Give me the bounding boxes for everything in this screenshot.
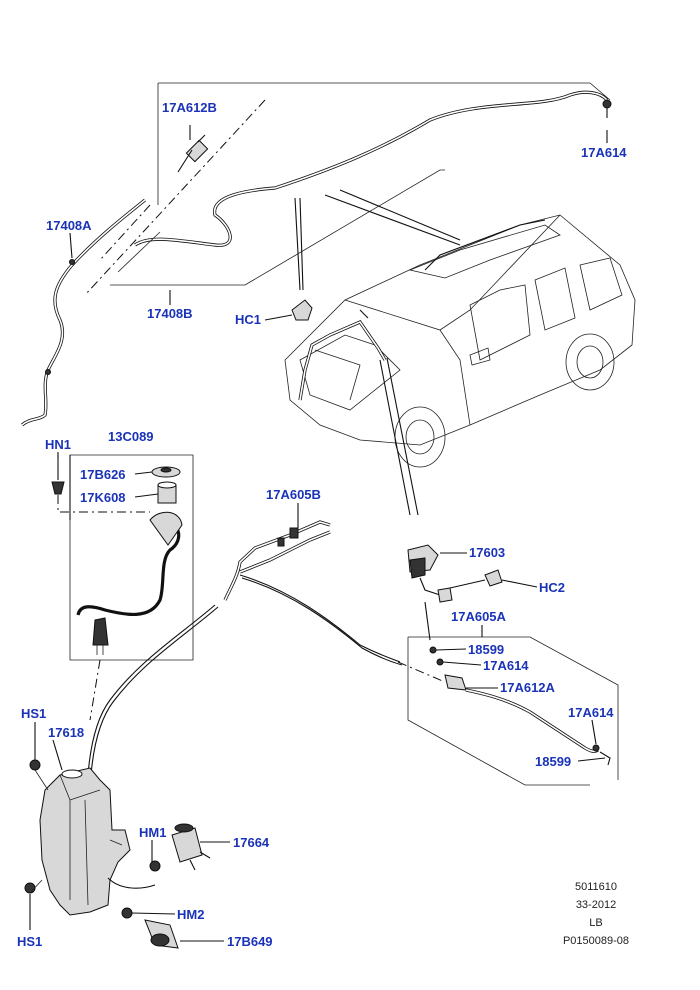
bracket-HC2 bbox=[484, 569, 503, 587]
label-HM1: HM1 bbox=[139, 825, 166, 840]
hose-17A605A bbox=[465, 688, 599, 753]
label-17408A: 17408A bbox=[46, 218, 92, 233]
jet-17A614-top bbox=[602, 99, 612, 118]
label-17B649: 17B649 bbox=[227, 934, 273, 949]
leader-roof bbox=[324, 189, 461, 246]
meta-ref: P0150089-08 bbox=[563, 935, 629, 947]
connector-17A612A bbox=[444, 674, 467, 691]
screw-HS1-bottom bbox=[24, 882, 36, 894]
screw-HS1-top bbox=[29, 759, 41, 771]
hose-joint bbox=[289, 527, 299, 539]
label-HS1-top: HS1 bbox=[21, 706, 46, 721]
vehicle-outline bbox=[284, 214, 636, 468]
clip bbox=[69, 259, 75, 265]
pump-17B649 bbox=[144, 919, 179, 949]
center-line-top bbox=[84, 99, 266, 296]
rear-hose-frame bbox=[110, 82, 611, 286]
clip-18599 bbox=[429, 646, 437, 654]
leader-lines bbox=[29, 125, 608, 942]
leader-17603 bbox=[449, 579, 486, 589]
clip-18599-b bbox=[599, 751, 611, 766]
label-18599-a: 18599 bbox=[468, 642, 504, 657]
filler-neck-assembly bbox=[69, 454, 194, 661]
cap-17B626 bbox=[151, 466, 181, 478]
label-17A612B: 17A612B bbox=[162, 100, 217, 115]
center-line-top-2 bbox=[99, 204, 151, 261]
label-HM2: HM2 bbox=[177, 907, 204, 922]
jet-17A614-right bbox=[592, 744, 600, 752]
leader-jet bbox=[379, 357, 419, 516]
frame-17A605A bbox=[407, 636, 619, 786]
label-17664: 17664 bbox=[233, 835, 270, 850]
label-HC1: HC1 bbox=[235, 312, 261, 327]
grommet-HM1 bbox=[149, 860, 161, 872]
grommet-HM2 bbox=[121, 907, 133, 919]
jet-17603 bbox=[407, 544, 453, 603]
pump-17664 bbox=[171, 823, 211, 871]
part-labels: 17A612B 17A614 17408A 17408B HC1 HN1 13C… bbox=[17, 100, 627, 949]
label-17B626: 17B626 bbox=[80, 467, 126, 482]
label-17A612A: 17A612A bbox=[500, 680, 556, 695]
filler-tube bbox=[76, 518, 181, 617]
label-17A605A: 17A605A bbox=[451, 609, 507, 624]
label-HS1-bottom: HS1 bbox=[17, 934, 42, 949]
jet-17A614-mid bbox=[436, 658, 444, 666]
label-17A614-top: 17A614 bbox=[581, 145, 627, 160]
label-17K608: 17K608 bbox=[80, 490, 126, 505]
hose-17A605A-group bbox=[397, 601, 619, 786]
label-17408B: 17408B bbox=[147, 306, 193, 321]
meta-code: 5011610 bbox=[575, 881, 617, 893]
bracket-HC1 bbox=[291, 197, 313, 321]
neck-frame bbox=[69, 454, 194, 661]
meta-date: 33-2012 bbox=[576, 899, 616, 911]
reservoir-17618 bbox=[24, 759, 156, 916]
label-13C089: 13C089 bbox=[108, 429, 154, 444]
label-18599-b: 18599 bbox=[535, 754, 571, 769]
center-line-mid bbox=[89, 659, 101, 721]
hose-joint bbox=[277, 537, 285, 547]
hose-17A605B bbox=[87, 520, 403, 776]
meta-region: LB bbox=[589, 917, 602, 929]
hose-17408A bbox=[20, 198, 146, 427]
connector-17A612B bbox=[177, 134, 209, 173]
clip-HN1 bbox=[51, 456, 150, 513]
label-17A605B: 17A605B bbox=[266, 487, 321, 502]
rear-washer-hose-assembly bbox=[20, 82, 612, 427]
label-HN1: HN1 bbox=[45, 437, 71, 452]
label-17603: 17603 bbox=[469, 545, 505, 560]
filter-17K608 bbox=[157, 481, 177, 504]
label-17618: 17618 bbox=[48, 725, 84, 740]
clip bbox=[45, 369, 51, 375]
drawing-meta: 5011610 33-2012 LB P0150089-08 bbox=[563, 881, 629, 947]
label-HC2: HC2 bbox=[539, 580, 565, 595]
label-17A614-right: 17A614 bbox=[568, 705, 614, 720]
label-17A614-mid: 17A614 bbox=[483, 658, 529, 673]
